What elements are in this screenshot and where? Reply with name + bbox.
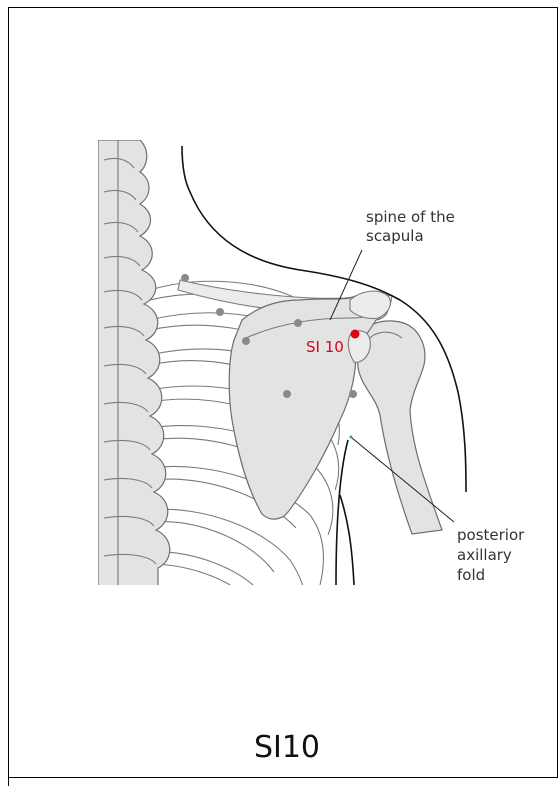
label-spine-line-2: scapula	[366, 227, 424, 245]
page-title: SI10	[254, 730, 320, 765]
vertebral-column	[98, 140, 170, 590]
marker-dot	[294, 319, 302, 327]
label-posterior-axillary-fold: posterior axillary fold	[457, 526, 529, 584]
arm-contour-inner	[340, 495, 354, 585]
label-fold-line-3: fold	[457, 566, 485, 584]
label-fold-line-1: posterior	[457, 526, 525, 544]
marker-dot	[349, 390, 357, 398]
label-fold-line-2: axillary	[457, 546, 512, 564]
si10-point	[351, 330, 360, 339]
label-spine-line-1: spine of the	[366, 208, 455, 226]
label-spine-of-scapula: spine of the scapula	[366, 208, 460, 245]
acromion	[350, 291, 390, 318]
scapula	[229, 294, 388, 519]
marker-dot	[242, 337, 250, 345]
marker-dot	[181, 274, 189, 282]
marker-dot	[283, 390, 291, 398]
si10-point-label: SI 10	[306, 338, 344, 356]
marker-dot	[216, 308, 224, 316]
